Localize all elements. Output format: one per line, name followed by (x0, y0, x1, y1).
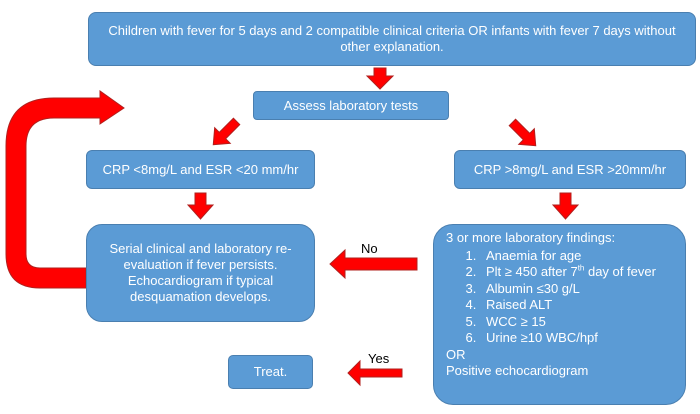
low-inflammatory-markers-text: CRP <8mg/L and ESR <20 mm/hr (102, 161, 299, 177)
assess-lab-tests-text: Assess laboratory tests (283, 97, 419, 113)
assess-lab-tests-box: Assess laboratory tests (253, 91, 449, 120)
arrow-findings-to-treat-yes (347, 359, 403, 387)
finding-item: WCC ≥ 15 (480, 314, 677, 331)
arrow-high-to-findings (551, 192, 580, 220)
treat-box: Treat. (228, 355, 313, 389)
findings-or-label: OR (446, 346, 466, 362)
arrow-low-to-serial (186, 192, 215, 220)
edge-label-yes: Yes (368, 351, 390, 366)
entry-criteria-text: Children with fever for 5 days and 2 com… (108, 23, 676, 54)
arrow-findings-to-serial-no (329, 248, 418, 280)
finding-item: Albumin ≤30 g/L (480, 281, 677, 298)
high-inflammatory-markers-text: CRP >8mg/L and ESR >20mm/hr (473, 161, 667, 177)
arrow-entry-to-assess (365, 67, 395, 90)
finding-item: Raised ALT (480, 297, 677, 314)
findings-list: Anaemia for age Plt ≥ 450 after 7th day … (446, 248, 677, 347)
finding-item: Anaemia for age (480, 248, 677, 265)
high-inflammatory-markers-box: CRP >8mg/L and ESR >20mm/hr (454, 150, 686, 189)
treat-text: Treat. (253, 364, 288, 379)
finding-item-text-continued: day of fever (584, 264, 656, 279)
finding-item: Plt ≥ 450 after 7th day of fever (480, 264, 677, 281)
entry-criteria-box: Children with fever for 5 days and 2 com… (88, 12, 696, 66)
arrow-assess-to-high (508, 118, 537, 147)
finding-item: Urine ≥10 WBC/hpf (480, 330, 677, 347)
finding-item-text: Plt ≥ 450 after 7 (486, 264, 578, 279)
arrow-loop-serial-to-assess (5, 90, 125, 289)
laboratory-findings-box: 3 or more laboratory findings: Anaemia f… (433, 224, 686, 405)
findings-heading: 3 or more laboratory findings: (446, 230, 616, 245)
finding-item-superscript: th (577, 263, 585, 273)
low-inflammatory-markers-box: CRP <8mg/L and ESR <20 mm/hr (86, 150, 315, 189)
findings-alternative: Positive echocardiogram (446, 363, 589, 378)
arrow-assess-to-low (212, 117, 241, 146)
serial-evaluation-text: Serial clinical and laboratory re-evalua… (109, 241, 292, 304)
edge-label-no: No (361, 241, 378, 256)
serial-evaluation-box: Serial clinical and laboratory re-evalua… (86, 224, 315, 322)
